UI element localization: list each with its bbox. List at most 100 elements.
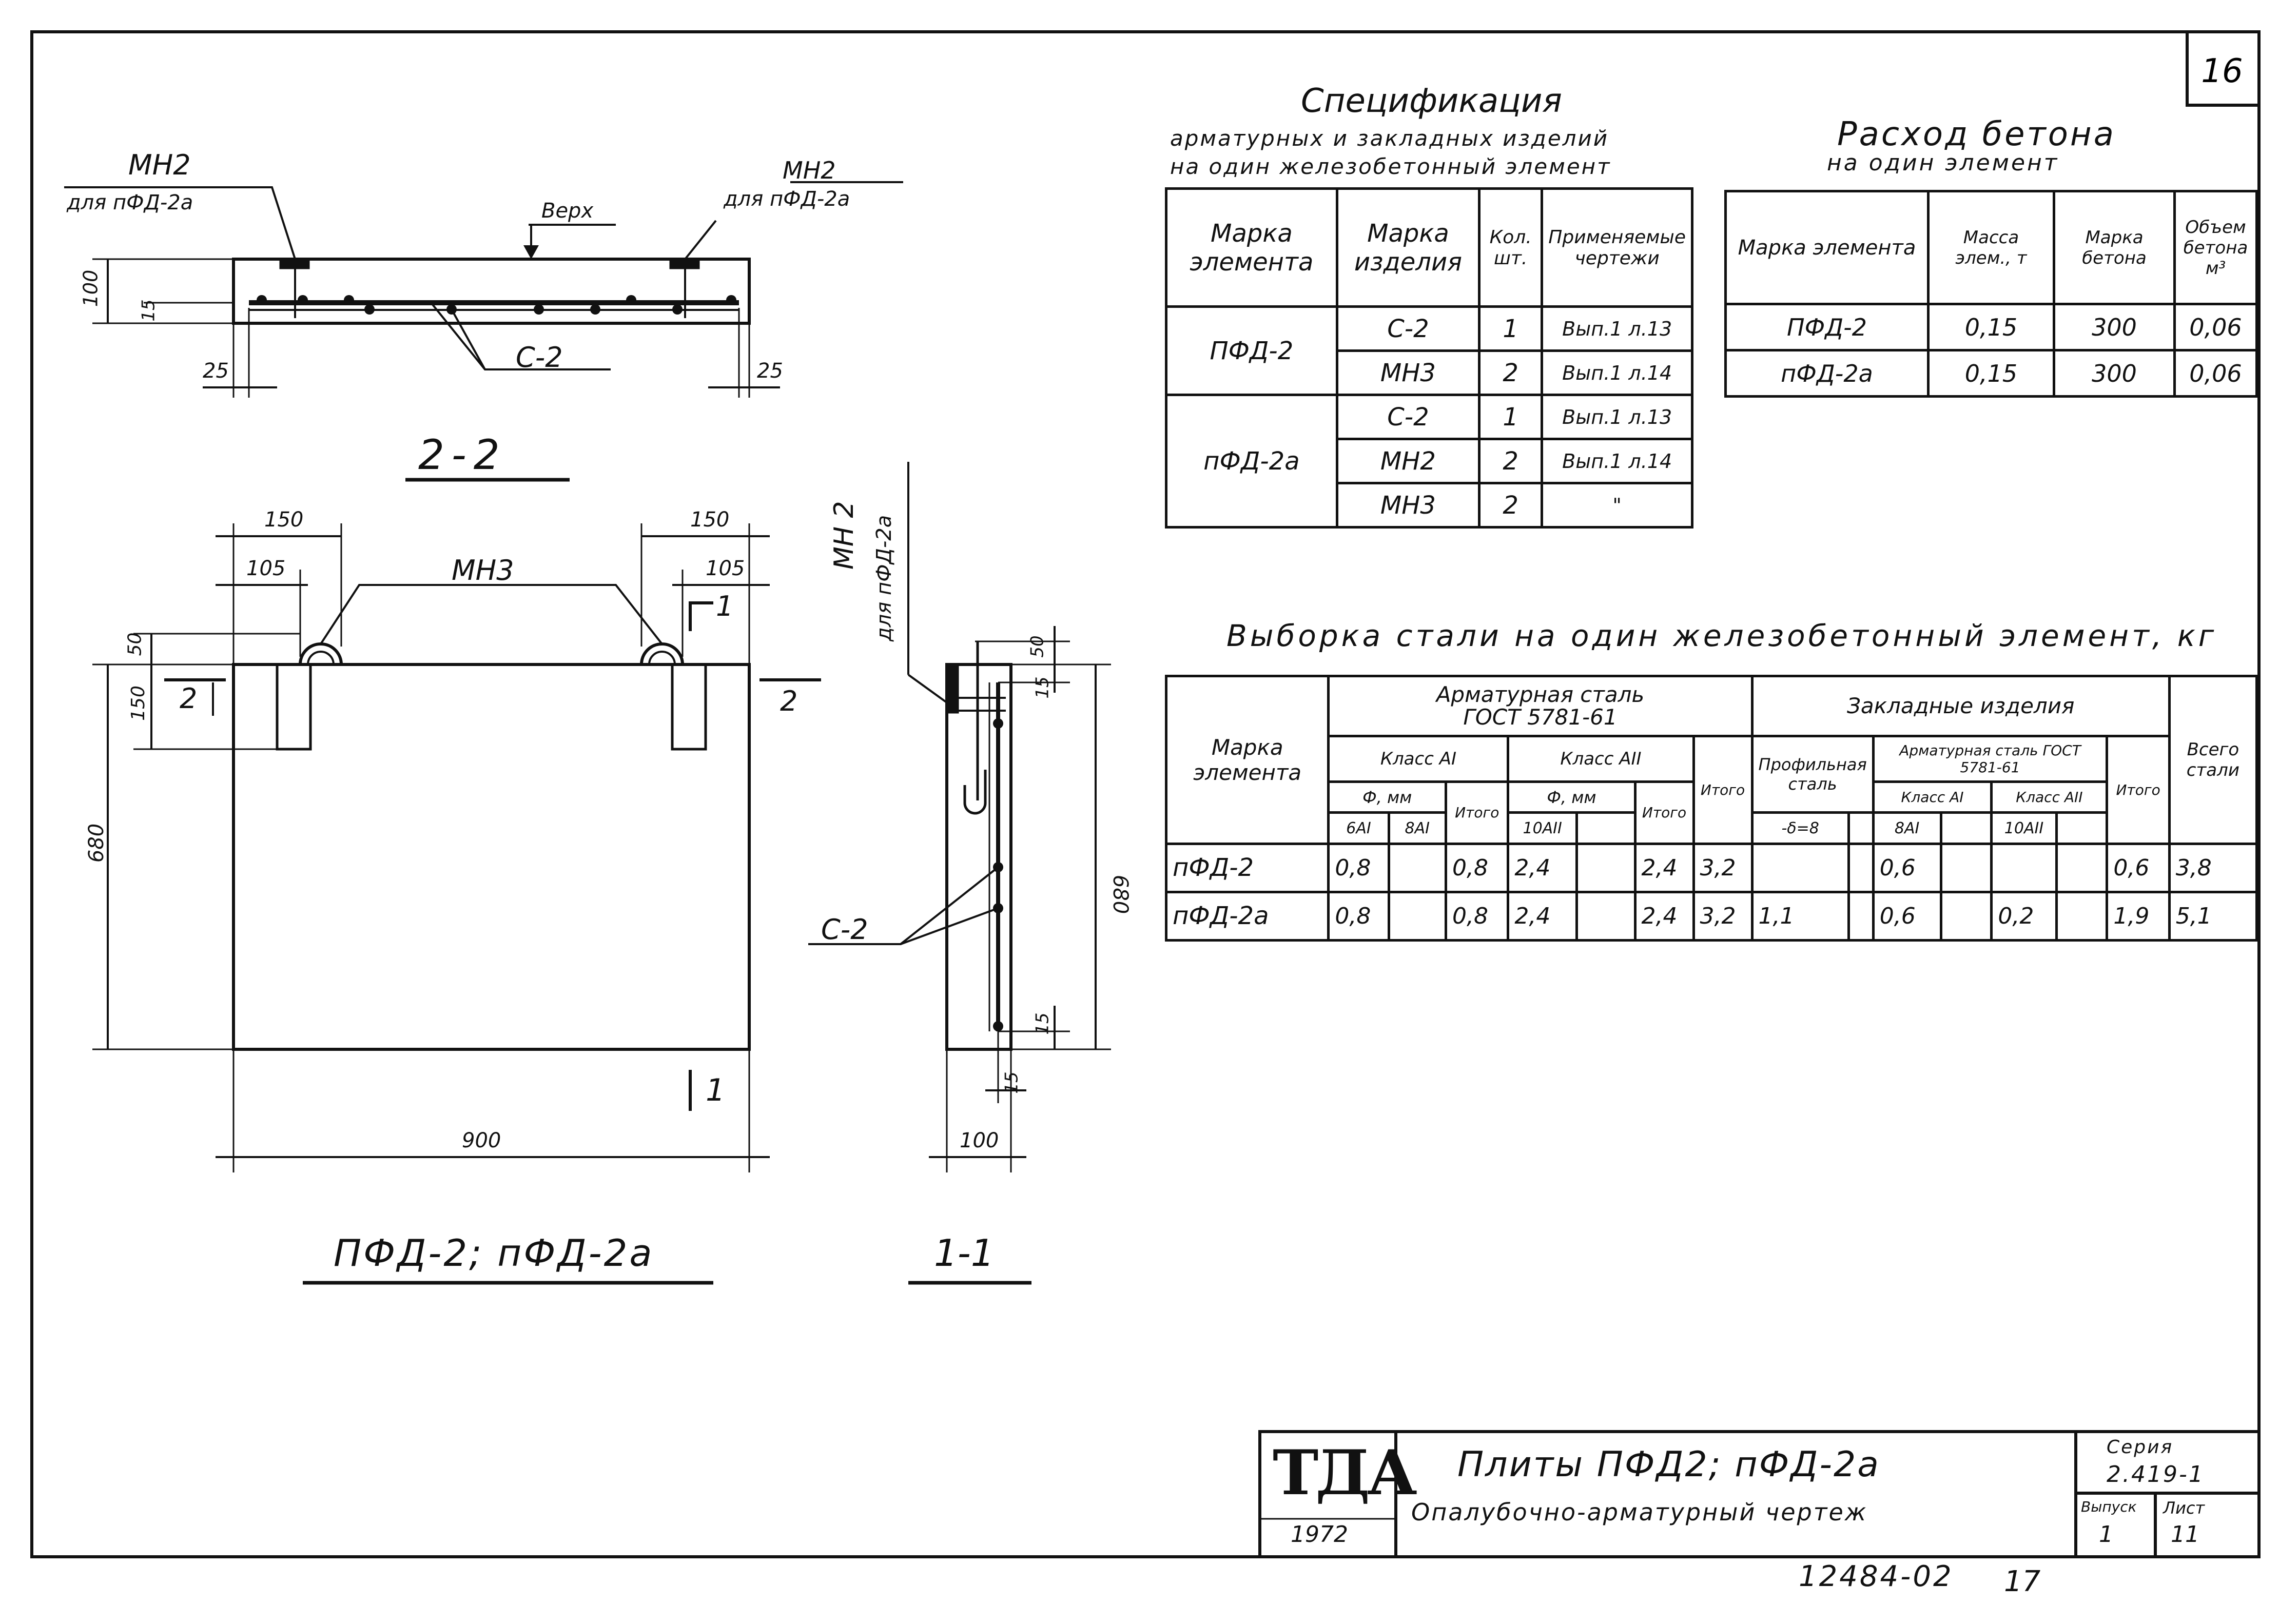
steel-h-emb-a1: Класс АI xyxy=(1872,780,1993,814)
concrete-cell: 300 xyxy=(2053,303,2176,351)
dim-side-680-text: 680 xyxy=(1108,874,1133,914)
spec-qty: 2 xyxy=(1478,438,1544,484)
embedded-plate-right xyxy=(669,260,700,269)
label-mn2-left-for: для пФД-2а xyxy=(67,191,193,214)
concrete-h-volume: Объем бетона м³ xyxy=(2173,190,2258,305)
steel-cell: 3,8 xyxy=(2168,842,2258,893)
steel-element: пФД-2 xyxy=(1164,842,1330,893)
steel-h-rebar: Арматурная сталь ГОСТ 5781-61 xyxy=(1327,675,1754,737)
steel-cell xyxy=(1387,842,1448,893)
steel-h-emb-a2: Класс АII xyxy=(1990,780,2109,814)
steel-cell xyxy=(1847,842,1875,893)
steel-cell xyxy=(2055,890,2109,942)
section-1-top-text: 1 xyxy=(716,590,734,622)
steel-cell: 0,8 xyxy=(1445,890,1510,942)
concrete-cell: 0,06 xyxy=(2173,303,2258,351)
loop-right xyxy=(640,642,684,665)
steel-cell xyxy=(1575,890,1637,942)
spec-item: МН3 xyxy=(1335,482,1481,529)
spec-h-element: Марка элемента xyxy=(1165,187,1338,308)
logo-tda: ТДА xyxy=(1273,1437,1417,1509)
steel-cell: 0,2 xyxy=(1990,890,2058,942)
section-1-mark-top xyxy=(689,601,713,631)
steel-cell xyxy=(1939,842,1993,893)
steel-h-embedded: Закладные изделия xyxy=(1750,675,2171,737)
steel-cell: 2,4 xyxy=(1507,842,1578,893)
title-plan: ПФД-2; пФД-2а xyxy=(334,1231,654,1275)
label-mn3: МН3 xyxy=(452,554,514,586)
dim-25-left-text: 25 xyxy=(203,359,229,383)
label-mn2-side-for: для пФД-2а xyxy=(872,515,896,641)
section-1-bottom-text: 1 xyxy=(706,1072,726,1108)
sheet-label: Лист xyxy=(2163,1498,2205,1518)
label-mn2-left: МН2 xyxy=(128,149,191,181)
bottom-code: 12484-02 xyxy=(1799,1560,1954,1593)
steel-cell: 0,8 xyxy=(1445,842,1510,893)
slab-plan xyxy=(232,663,751,1051)
steel-cell xyxy=(1575,842,1637,893)
spec-ref: Вып.1 л.14 xyxy=(1541,349,1693,396)
dim-side-15b-text: 15 xyxy=(1032,1012,1053,1035)
spec-title: Спецификация xyxy=(1301,82,1562,120)
steel-h-total-a2: Итого xyxy=(1633,780,1695,845)
title-block-year: 1972 xyxy=(1291,1521,1348,1548)
steel-h-empty xyxy=(1847,811,1875,845)
spec-ref: " xyxy=(1541,482,1693,529)
dim-side-15-text: 15 xyxy=(1032,676,1053,699)
section-2-left-text: 2 xyxy=(180,682,198,715)
steel-h-phi-2: Ф, мм xyxy=(1507,780,1637,814)
spec-item: С-2 xyxy=(1335,394,1481,440)
steel-title: Выборка стали на один железобетонный эле… xyxy=(1226,618,2217,653)
steel-cell xyxy=(1387,890,1448,942)
steel-h-rebar-gost: ГОСТ 5781-61 xyxy=(1463,704,1618,730)
steel-h-element: Марка элемента xyxy=(1164,675,1330,845)
spec-ref: Вып.1 л.13 xyxy=(1541,394,1693,440)
sheet-frame xyxy=(30,30,2261,1558)
steel-cell xyxy=(1750,842,1850,893)
concrete-subtitle: на один элемент xyxy=(1827,150,2059,176)
leader-mn3 xyxy=(320,584,663,645)
label-mn2-right: МН2 xyxy=(783,156,836,184)
steel-cell: 0,8 xyxy=(1327,842,1390,893)
top-mark-triangle xyxy=(523,245,539,259)
dim-100-text: 100 xyxy=(79,269,102,307)
loop-left xyxy=(299,642,343,665)
embedded-plate-side xyxy=(948,664,959,714)
title-block-title-1: Плиты ПФД2; пФД-2а xyxy=(1457,1444,1880,1485)
steel-element: пФД-2а xyxy=(1164,890,1330,942)
steel-h-10a2: 10АII xyxy=(1507,811,1578,845)
steel-table: Марка элемента Арматурная сталь ГОСТ 578… xyxy=(1164,675,2258,942)
label-c2-side: С-2 xyxy=(821,913,868,946)
dim-150-right-text: 150 xyxy=(690,508,730,532)
spec-element-1: ПФД-2 xyxy=(1165,305,1338,396)
issue-label: Выпуск xyxy=(2081,1498,2137,1515)
steel-h-total-a1: Итого xyxy=(1445,780,1510,845)
spec-ref: Вып.1 л.13 xyxy=(1541,305,1693,352)
loop-right-inner xyxy=(648,651,676,665)
insert-right xyxy=(671,663,707,751)
dim-105-right-text: 105 xyxy=(706,557,745,580)
steel-cell: 1,9 xyxy=(2106,890,2171,942)
steel-h-class-a2: Класс АII xyxy=(1507,734,1695,784)
sheet-value: 11 xyxy=(2171,1521,2199,1548)
steel-h-emb-rebar: Арматурная сталь ГОСТ 5781-61 xyxy=(1872,734,2109,784)
issue-value: 1 xyxy=(2099,1521,2113,1548)
dim-side-50-text: 50 xyxy=(1027,635,1048,658)
dim-side-15-low-text: 15 xyxy=(1001,1071,1022,1094)
spec-table: Марка элемента Марка изделия Кол. шт. Пр… xyxy=(1165,187,1693,529)
label-mn2-side: МН 2 xyxy=(829,501,860,570)
label-mn2-right-for: для пФД-2а xyxy=(724,187,850,211)
concrete-cell: 0,15 xyxy=(1927,303,2055,351)
steel-cell: 5,1 xyxy=(2168,890,2258,942)
steel-cell: 3,2 xyxy=(1692,842,1754,893)
loop-hook xyxy=(963,770,987,815)
concrete-cell: 0,15 xyxy=(1927,349,2055,398)
sheet-number: 16 xyxy=(2201,52,2243,90)
label-top: Верх xyxy=(541,199,594,223)
dim-side-100-text: 100 xyxy=(960,1129,999,1152)
dim-15-text: 15 xyxy=(138,299,159,322)
plan-view xyxy=(92,523,821,1285)
title-block-title-2: Опалубочно-арматурный чертеж xyxy=(1411,1498,1868,1526)
